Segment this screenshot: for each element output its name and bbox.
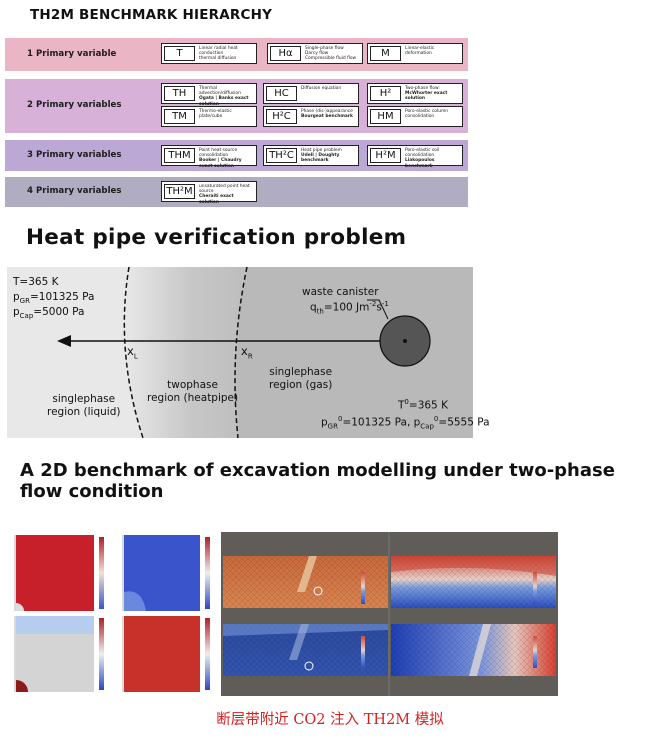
description-line: Thermo-elastic plate/cube <box>199 109 232 120</box>
model-symbol: Hα <box>270 46 301 61</box>
plot-saturation-red <box>16 535 94 611</box>
front-xR <box>234 266 248 439</box>
xR-label: xR <box>241 344 253 361</box>
description-line: Diffusion equation <box>301 86 342 91</box>
canister-leader <box>367 299 389 320</box>
description-line: Darcy flow <box>305 51 329 57</box>
left-bc-pCap: pCap=5000 Pa <box>13 306 85 321</box>
hierarchy-level-2: 2 Primary variables TH Thermal advection/d… <box>5 79 468 133</box>
hierarchy-level-4: 4 Primary variables TH²M unsaturated point… <box>5 177 468 207</box>
model-symbol: H² <box>370 86 401 101</box>
description-line: Compressible fluid flow <box>305 56 357 62</box>
description-line: Ogata | Banks exact solution <box>199 96 249 107</box>
front-xL <box>123 266 144 439</box>
model-description: Two-phase flow:McWhorter exact solution <box>405 86 460 102</box>
model-description: Thermo-elastic plate/cube <box>199 109 254 119</box>
model-symbol: HM <box>370 109 401 124</box>
description-line: Heat pipe problem <box>301 148 342 153</box>
model-symbol: TH <box>164 86 195 101</box>
left-bc-T: T=365 K <box>13 276 59 288</box>
description-line: consolidation <box>405 114 435 120</box>
description-line: Linear radial heat conduction <box>199 46 238 57</box>
description-line: Cheraiti exact solution <box>199 194 234 205</box>
level-label: 2 Primary variables <box>27 100 122 110</box>
hierarchy-level-3: 3 Primary variables THM Point heat source … <box>5 140 468 171</box>
model-description: Diffusion equation <box>301 86 356 91</box>
model-symbol: TH²C <box>266 148 297 163</box>
model-symbol: M <box>370 46 401 61</box>
model-symbol: TM <box>164 109 195 124</box>
model-symbol: THM <box>164 148 195 163</box>
level-label: 3 Primary variables <box>27 149 122 160</box>
hierarchy-title: TH2M BENCHMARK HIERARCHY <box>30 7 273 23</box>
description-line: Poro-elastic column <box>405 109 449 114</box>
twophase-region-shade <box>124 267 247 438</box>
description-line: Two-phase flow: <box>405 86 440 91</box>
model-box-HC: HC Diffusion equation <box>263 83 359 104</box>
hierarchy-level-1: 1 Primary variable T Linear radial heat co… <box>5 38 468 71</box>
description-line: Linear-elastic deformation <box>405 46 435 57</box>
description-line: unsaturated point heat source <box>199 184 250 195</box>
description-line: Udell | Doughty benchmark <box>301 153 340 164</box>
description-line: Bourgeat benchmark <box>301 114 353 120</box>
model-box-M: M Linear-elastic deformation <box>367 43 463 64</box>
simulation-caption: 断层带附近 CO2 注入 TH2M 模拟 <box>216 712 444 728</box>
heatpipe-title: Heat pipe verification problem <box>26 225 407 250</box>
description-line: Phase (dis-)appearance <box>301 109 353 114</box>
left-bc-pGR: pGR=101325 Pa <box>13 291 95 306</box>
axis-arrowhead <box>57 335 71 347</box>
description-line: Point heat source consolidation <box>199 148 238 159</box>
description-line: thermal diffusion <box>199 56 237 62</box>
plot-temperature-red <box>124 616 200 692</box>
model-box-H: H² Two-phase flow:McWhorter exact solutio… <box>367 83 463 104</box>
heatpipe-diagram: T=365 K pGR=101325 Pa pCap=5000 Pa xL xR… <box>7 266 490 439</box>
initial-T: T0=365 K <box>398 398 448 412</box>
description-line: McWhorter exact solution <box>405 91 448 102</box>
description-line: Poro-elastic soil consolidation <box>405 148 440 159</box>
description-line: Single-phase flow <box>305 46 344 51</box>
model-symbol: T <box>164 46 195 61</box>
description-line: Booker | Chaudry exact solution <box>199 158 242 169</box>
fault-zone-simulations <box>221 532 558 696</box>
model-box-TM: TM Thermo-elastic plate/cube <box>161 106 257 127</box>
level-label: 4 Primary variables <box>27 186 122 196</box>
model-symbol: TH²M <box>164 184 195 199</box>
excavation-title: A 2D benchmark of excavation modelling u… <box>20 460 615 502</box>
xL-label: xL <box>127 344 138 361</box>
model-description: Linear-elastic deformation <box>405 46 460 56</box>
canister-label: waste canister <box>302 286 379 298</box>
description-line: Thermal advection/diffusion <box>199 86 241 97</box>
heatpipe-graphic <box>57 266 473 439</box>
excavation-plots-2x2 <box>14 535 210 692</box>
model-symbol: HC <box>266 86 297 101</box>
heat-flux-label: qth=100 Jm-2s-1 <box>310 300 389 316</box>
model-symbol: H²M <box>370 148 401 163</box>
initial-p: pGR0=101325 Pa, pCap0=5555 Pa <box>321 415 490 431</box>
level-label: 1 Primary variable <box>27 48 117 59</box>
description-line: Liakopoulos benchmark <box>405 158 435 169</box>
gas-region-shade <box>235 267 473 438</box>
model-symbol: H²C <box>266 109 297 124</box>
